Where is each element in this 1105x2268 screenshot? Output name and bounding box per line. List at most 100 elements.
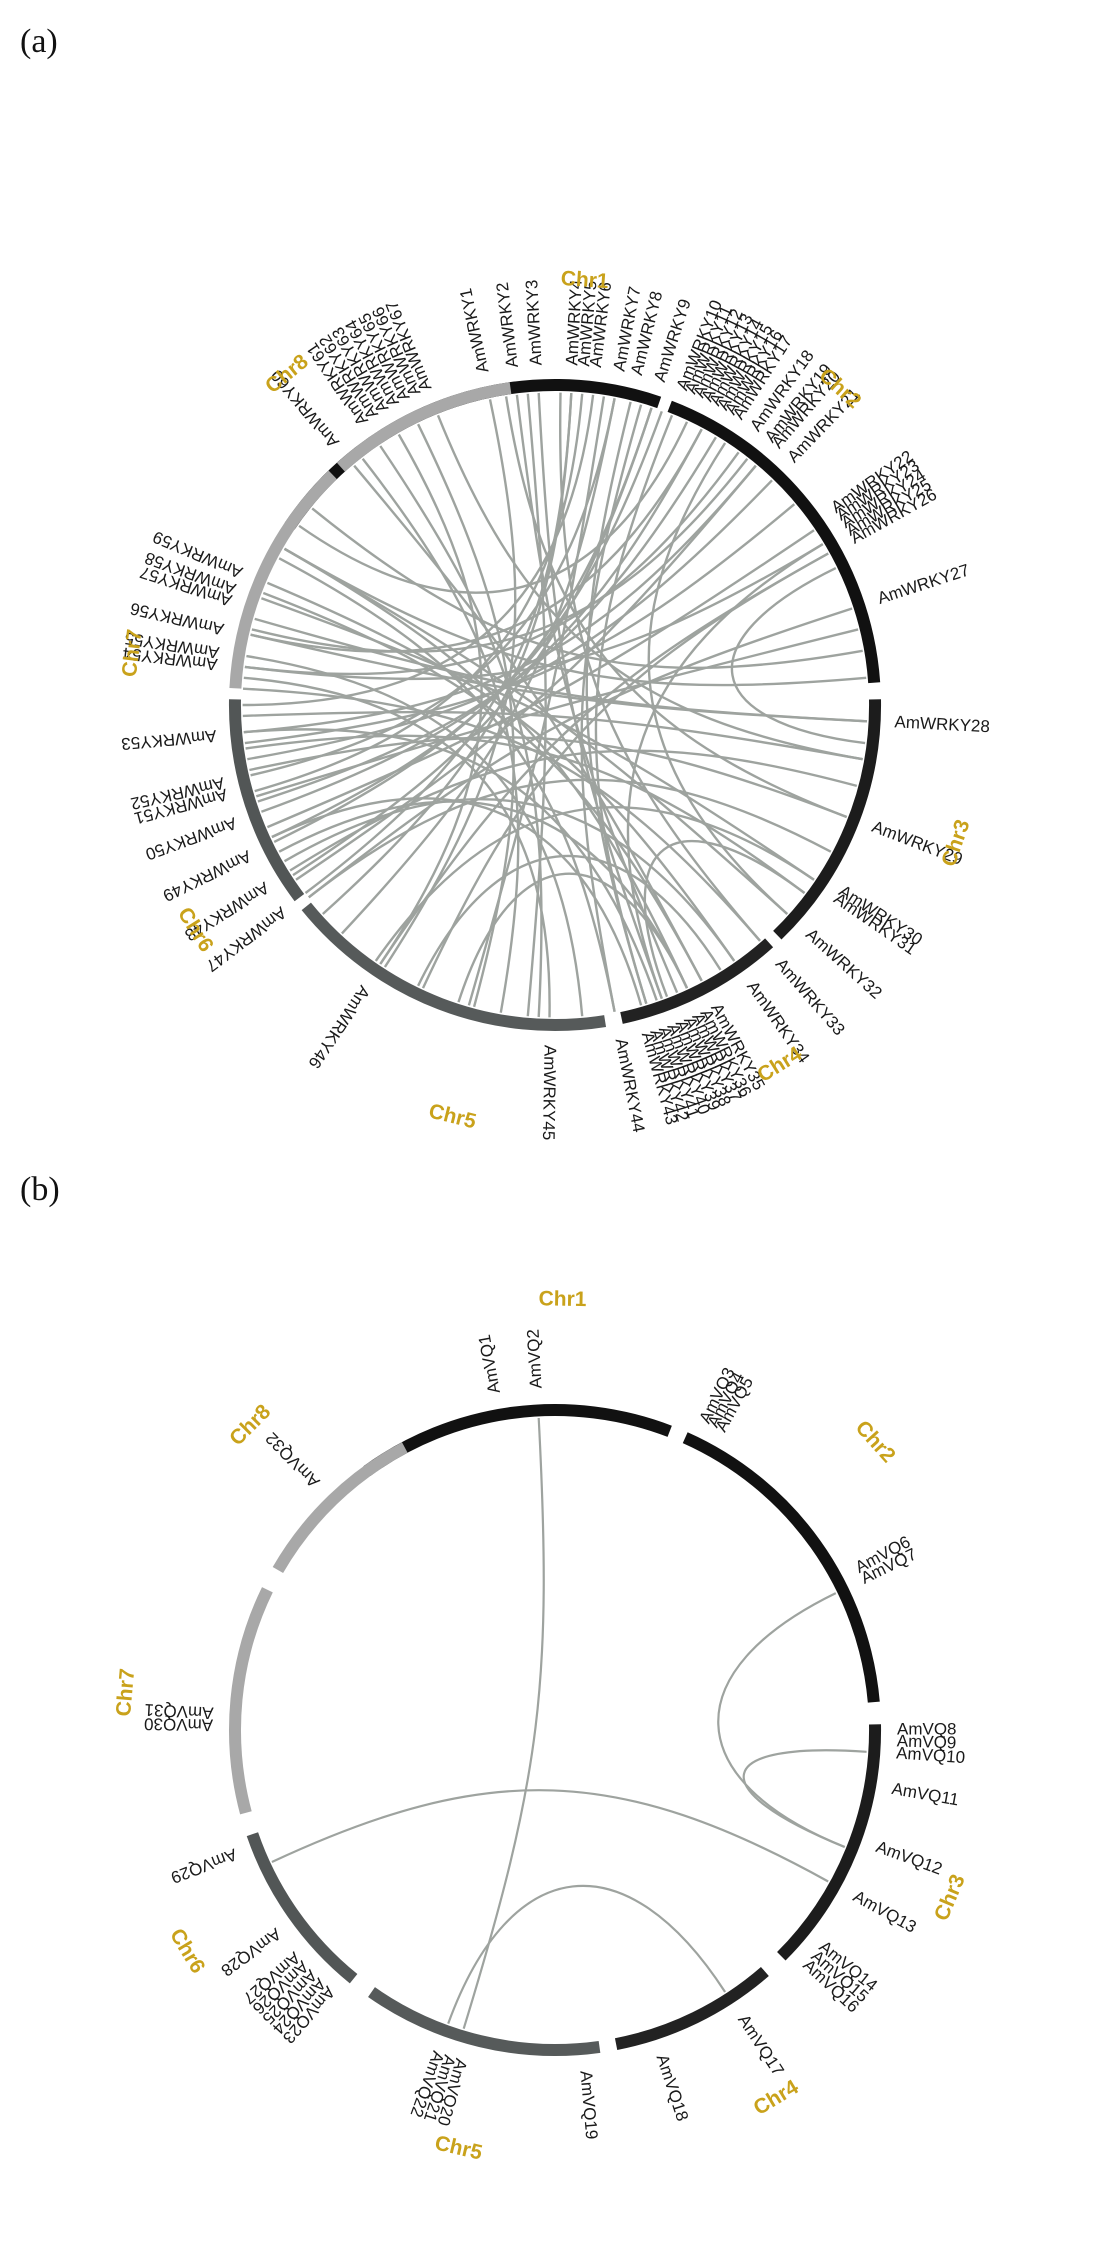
panel-b-gene-label-amvq13: AmVQ13 (850, 1887, 920, 1937)
panel-a-gene-label-amwrky28: AmWRKY28 (894, 712, 990, 736)
panel-b-chromosome-label-chr6: Chr6 (165, 1925, 209, 1978)
panel-a-link-25 (283, 797, 736, 962)
panel-a-link-63 (526, 393, 547, 1017)
panel-a-link-62 (436, 414, 863, 761)
panel-a-link-68 (730, 567, 866, 745)
panel-a-link-51 (242, 710, 863, 761)
panel-b-gene-label-amvq10: AmVQ10 (896, 1743, 966, 1767)
panel-a-chromosome-arc-chr3 (773, 699, 882, 940)
panel-a-link-69 (283, 547, 867, 687)
panel-b-chromosome-label-chr4: Chr4 (750, 2075, 803, 2120)
panel-a-chromosome-arc-chr4 (620, 938, 774, 1024)
panel-a-chromosome-arc-chr5 (301, 902, 607, 1031)
panel-b-chromosome-arc-chr5 (368, 1987, 601, 2056)
panel-b-chromosome-label-chr2: Chr2 (851, 1416, 900, 1467)
panel-a-gene-label-amwrky1: AmWRKY1 (456, 287, 492, 375)
panel-a-chromosome-label-chr3: Chr3 (937, 817, 974, 870)
panel-a-gene-label-amwrky53: AmWRKY53 (121, 726, 218, 753)
panel-b-link-1 (462, 1417, 545, 2030)
panel-a-chromosome-arc-chr6 (228, 699, 305, 902)
panel-a-link-21 (249, 736, 848, 819)
panel-a-chromosome-arc-chr8 (336, 382, 512, 472)
panel-b-label: (b) (20, 1171, 60, 1208)
panel-b-link-4 (271, 1789, 829, 1883)
panel-a-link-27 (457, 872, 689, 1003)
panel-a-link-44 (417, 423, 515, 1008)
panel-b-gene-label-amvq31: AmVQ31 (144, 1700, 214, 1723)
panel-a-link-61 (311, 507, 863, 669)
panel-b-gene-label-amvq12: AmVQ12 (873, 1837, 944, 1878)
panel-b-gene-label-amvq2: AmVQ2 (523, 1329, 545, 1389)
panel-a-link-60 (283, 547, 689, 989)
panel-b-gene-label-amvq19: AmVQ19 (576, 2070, 601, 2140)
panel-a-chromosome-arc-chr2 (667, 400, 881, 684)
panel-a-link-41 (266, 581, 736, 962)
panel-a-link-70 (289, 749, 858, 872)
panel-b-chromosome-label-chr5: Chr5 (433, 2131, 485, 2164)
panel-a-label: (a) (20, 23, 58, 60)
panel-a-link-31 (243, 676, 551, 1018)
panel-b-gene-label-amvq11: AmVQ11 (890, 1779, 960, 1809)
panel-a-gene-label-amwrky46: AmWRKY46 (305, 982, 374, 1072)
panel-a-link-65 (271, 410, 663, 839)
panel-a-link-18 (626, 543, 824, 1000)
panel-a-chromosome-arc-chr7 (229, 470, 337, 689)
panel-a-link-67 (244, 503, 796, 745)
panel-b-gene-label-amvq32: AmVQ32 (262, 1428, 324, 1491)
panel-b-chromosome-arc-chr7 (229, 1587, 273, 1815)
panel-b-chromosome-arc-chr4 (614, 1966, 769, 2050)
panel-a-chromosome-label-chr5: Chr5 (426, 1100, 478, 1134)
panel-a-link-66 (251, 458, 749, 653)
panel-b-chromosome-label-chr7: Chr7 (112, 1668, 139, 1718)
panel-a-chromosome-label-chr1: Chr1 (560, 267, 610, 293)
panel-a-link-47 (580, 404, 643, 1012)
panel-a-gene-label-amwrky4: AmWRKY4 (562, 279, 585, 366)
panel-a-link-29 (271, 797, 643, 1006)
panel-b-chromosome-arc-chr1 (363, 1404, 672, 1476)
panel-a-link-22 (374, 806, 815, 962)
panel-a-link-52 (308, 778, 832, 899)
panel-a-link-12 (250, 428, 703, 653)
panel-b-link-5 (447, 1884, 727, 2024)
panel-a-link-39 (250, 633, 868, 723)
panel-a-link-16 (247, 479, 773, 761)
panel-b-link-2 (717, 1592, 846, 1849)
panel-b-chromosome-label-chr1: Chr1 (538, 1287, 587, 1311)
panel-b-gene-label-amvq17: AmVQ17 (734, 2011, 788, 2079)
panel-b-gene-label-amvq9: AmVQ9 (897, 1731, 957, 1752)
panel-b-gene-label-amvq8: AmVQ8 (897, 1719, 957, 1738)
panel-a-link-50 (255, 628, 859, 798)
panel-b-chromosome-arc-chr6 (246, 1832, 358, 1984)
panel-a-link-59 (245, 734, 806, 894)
panel-a-link-57 (421, 552, 829, 989)
panel-b-gene-label-amvq30: AmVQ30 (144, 1714, 213, 1734)
panel-a-gene-label-amwrky45: AmWRKY45 (539, 1045, 560, 1141)
panel-b-link-3 (742, 1749, 867, 1849)
panel-b-gene-label-amvq18: AmVQ18 (653, 2052, 692, 2123)
panel-a-link-64 (467, 396, 606, 1006)
panel-a-chromosome-ring (228, 379, 882, 1031)
panel-a-link-46 (558, 392, 761, 942)
panel-a-link-56 (361, 458, 520, 1013)
panel-b-chromosome-ring (229, 1404, 882, 2056)
panel-a-link-32 (379, 433, 483, 965)
panel-b-chromosome-arc-chr3 (777, 1724, 882, 1961)
panel-a-link-48 (647, 442, 789, 915)
panel-a-link-26 (262, 591, 703, 982)
panel-b-gene-label-amvq29: AmVQ29 (168, 1845, 239, 1887)
panel-a-gene-label-amwrky3: AmWRKY3 (522, 279, 545, 366)
panel-b-chromosome-label-chr3: Chr3 (930, 1871, 970, 1924)
panel-b-chromosome-arc-chr8 (272, 1442, 408, 1574)
panel-a-link-58 (278, 800, 689, 989)
panel-a-gene-label-amwrky27: AmWRKY27 (875, 560, 972, 608)
panel-a-gene-label-amwrky2: AmWRKY2 (493, 281, 522, 369)
panel-a-link-43 (379, 445, 543, 1018)
panel-a-link-55 (246, 654, 584, 1017)
panel-b-chromosome-arc-chr2 (682, 1432, 880, 1703)
panel-a-links (242, 392, 868, 1018)
